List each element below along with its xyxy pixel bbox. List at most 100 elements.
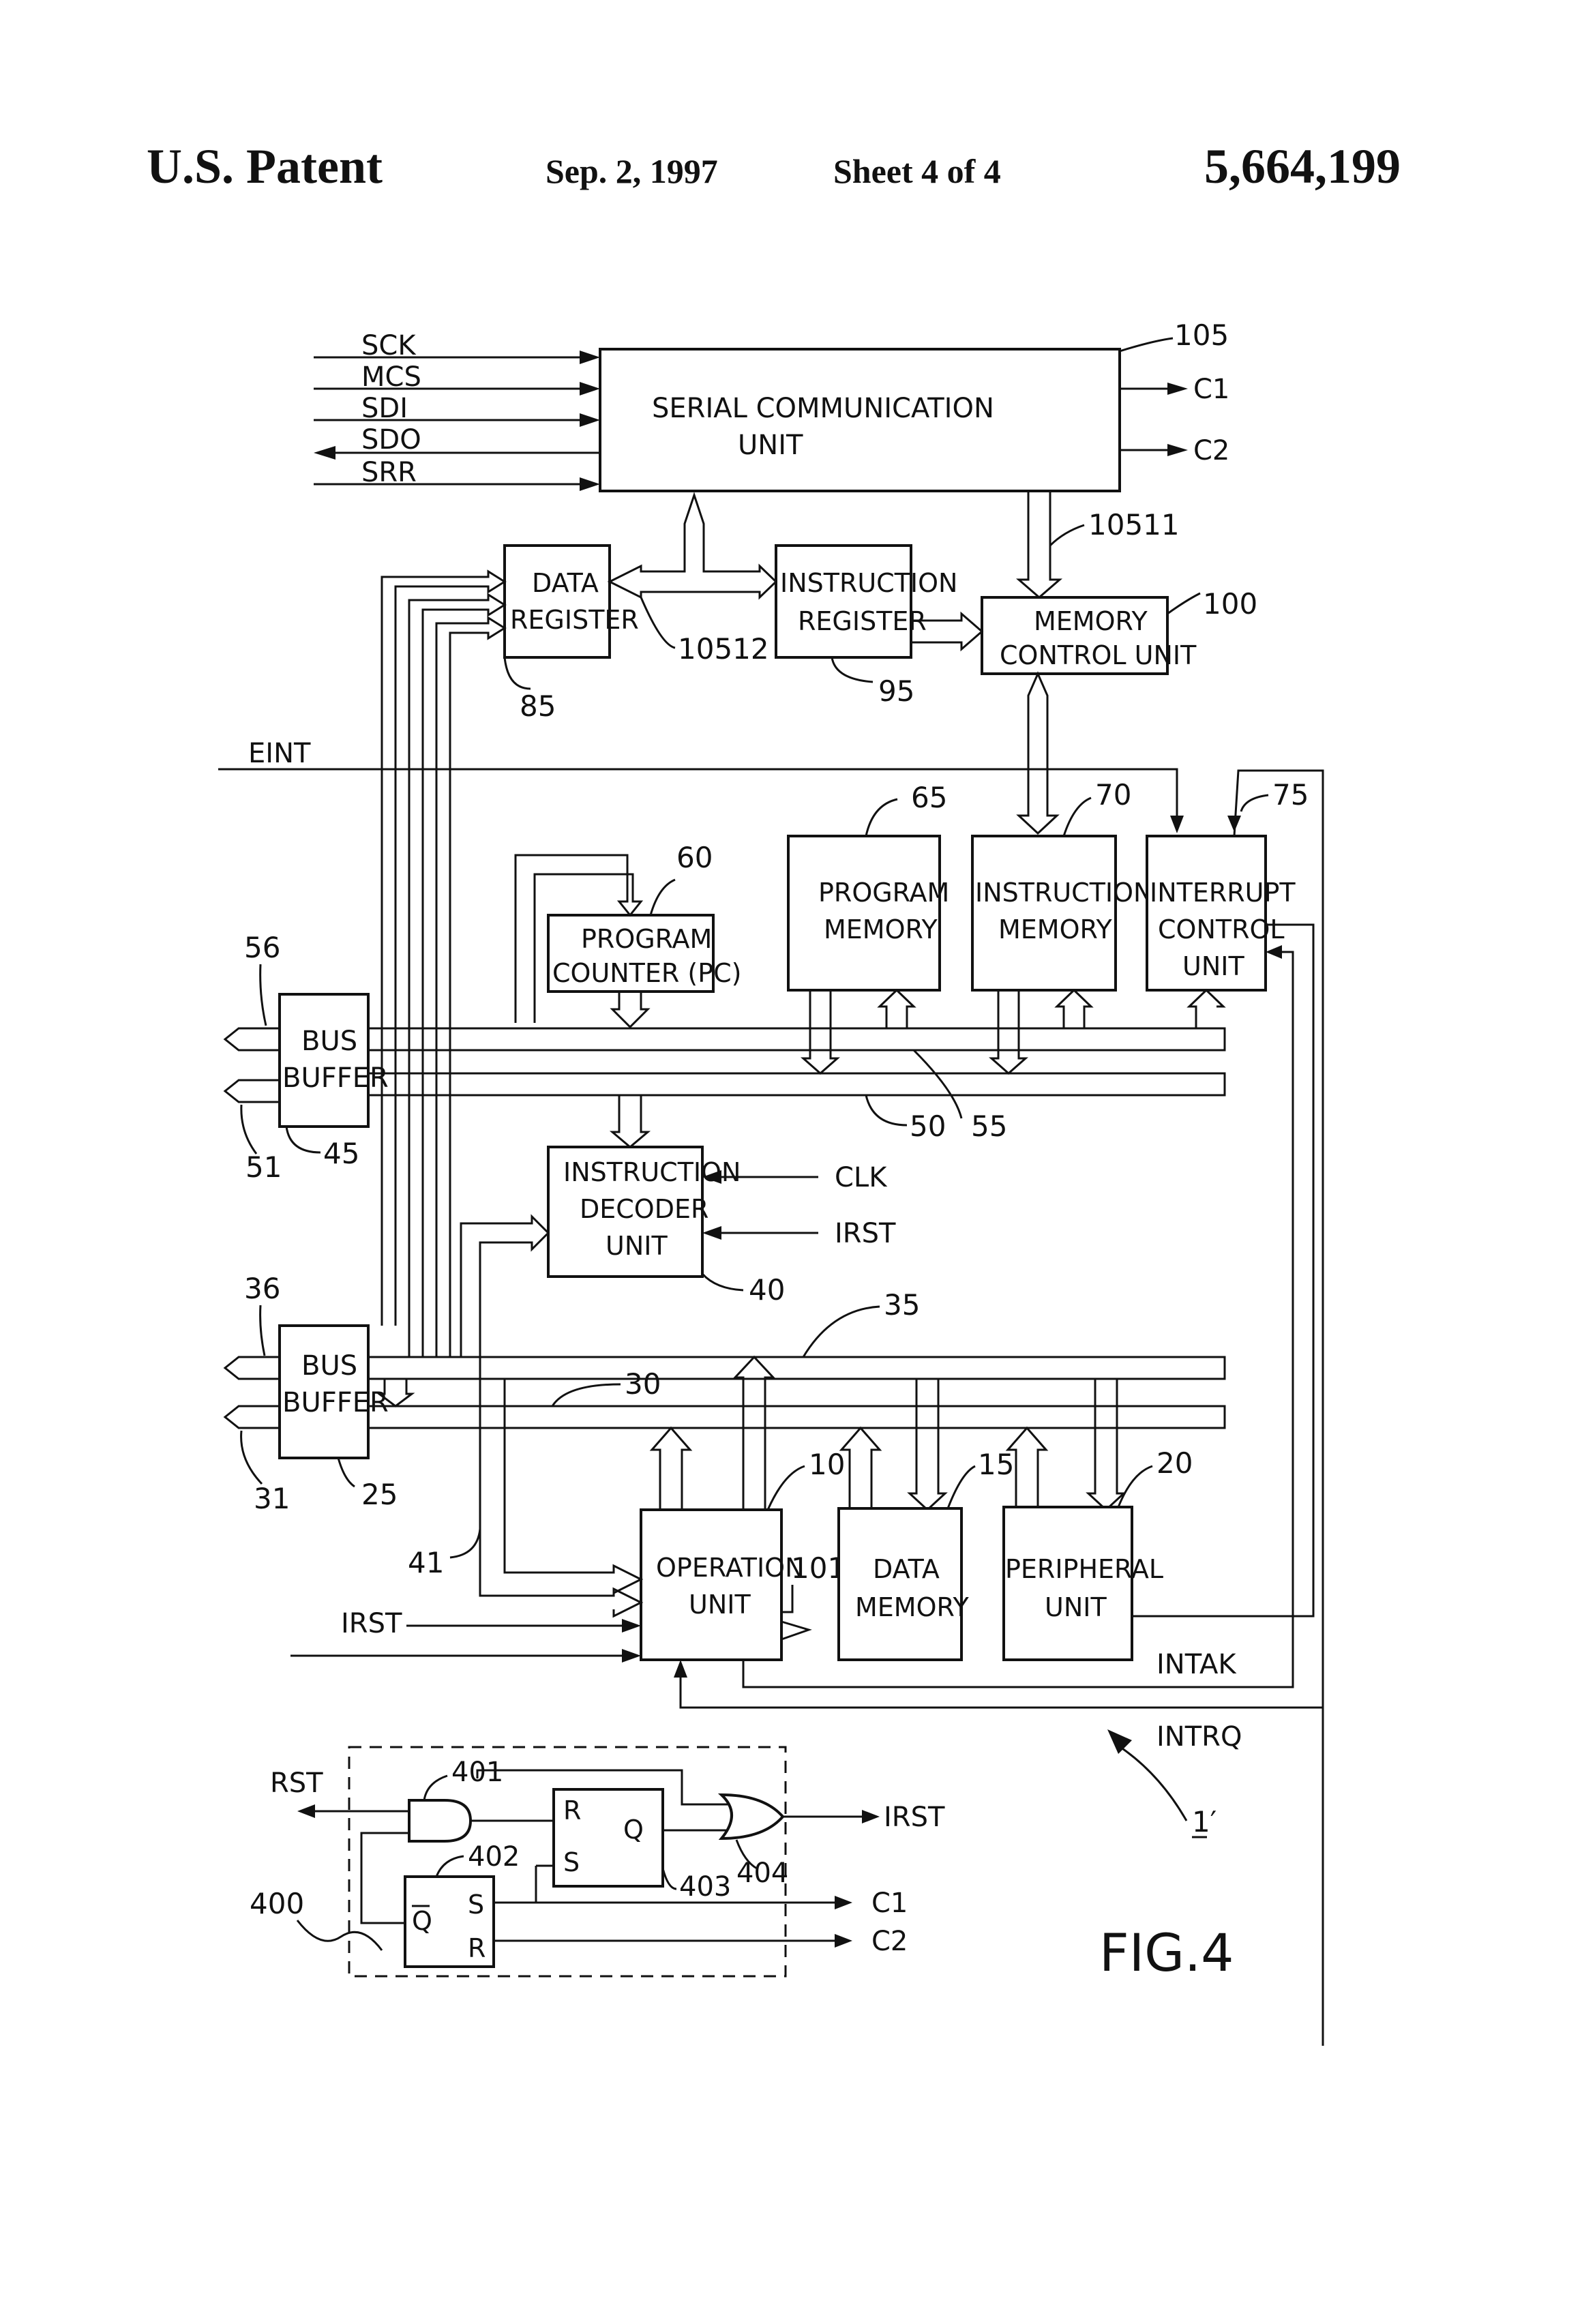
program-memory-line-1: PROGRAM	[818, 878, 949, 908]
operation-unit-line-2: UNIT	[689, 1590, 751, 1620]
serial-signal-lines: SCK MCS SDI SDO SRR	[314, 330, 600, 491]
lower-bus-buffer-line-1: BUS	[301, 1350, 357, 1382]
ff403-r: R	[563, 1796, 581, 1826]
ref-105: 105	[1174, 318, 1229, 352]
patent-title: U.S. Patent	[147, 139, 383, 194]
instruction-decoder-line-2: DECODER	[580, 1194, 708, 1224]
data-register-line-2: REGISTER	[510, 605, 639, 635]
data-memory: DATA MEMORY	[839, 1508, 969, 1660]
bus-51-port	[225, 1080, 280, 1102]
eint-label: EINT	[248, 738, 311, 769]
decoder-feedback-path	[461, 1217, 548, 1357]
data-register-line-1: DATA	[532, 568, 599, 598]
sheet-number: Sheet 4 of 4	[833, 152, 1001, 190]
ref-95: 95	[878, 674, 914, 708]
instruction-memory-line-2: MEMORY	[998, 914, 1112, 944]
ff402-s: S	[468, 1890, 484, 1920]
instruction-decoder-line-3: UNIT	[606, 1231, 668, 1261]
patent-date: Sep. 2, 1997	[546, 152, 718, 190]
ref-10511: 10511	[1088, 508, 1180, 541]
ref-403: 403	[679, 1871, 731, 1903]
instruction-decoder-unit: INSTRUCTION DECODER UNIT	[548, 1147, 741, 1277]
bus-50	[368, 1073, 1225, 1095]
data-memory-line-2: MEMORY	[855, 1592, 969, 1622]
operation-unit: OPERATION UNIT	[641, 1510, 805, 1660]
unit-bus-taps	[652, 1357, 1124, 1510]
lower-bus-buffer: BUS BUFFER	[280, 1326, 389, 1458]
memory-control-unit-line-1: MEMORY	[1034, 606, 1148, 636]
interrupt-control-unit-line-1: INTERRUPT	[1150, 878, 1296, 908]
decoder-input-bus	[612, 1095, 648, 1147]
bus-56-port	[225, 1028, 280, 1050]
memory-bus-taps	[803, 990, 1223, 1073]
ref-402: 402	[468, 1841, 520, 1873]
instruction-decoder-line-1: INSTRUCTION	[563, 1157, 741, 1187]
bus-35	[368, 1357, 1225, 1379]
program-counter: PROGRAM COUNTER (PC)	[548, 915, 742, 992]
ref-20: 20	[1156, 1446, 1193, 1480]
ref-30: 30	[625, 1367, 661, 1401]
ff402-qbar: Q	[412, 1906, 432, 1936]
ref-60: 60	[676, 841, 713, 874]
irst-operation-label: IRST	[341, 1608, 402, 1639]
memory-control-unit-line-2: CONTROL UNIT	[1000, 640, 1197, 670]
bus-30	[368, 1406, 1225, 1428]
c2-output-label: C2	[1193, 435, 1229, 466]
peripheral-unit: PERIPHERAL UNIT	[1004, 1507, 1163, 1660]
ref-10512: 10512	[678, 632, 769, 666]
program-counter-line-2: COUNTER (PC)	[552, 958, 742, 988]
ref-45: 45	[323, 1137, 359, 1170]
instruction-register-line-1: INSTRUCTION	[780, 568, 957, 598]
bus-36-port	[225, 1357, 280, 1379]
peripheral-unit-line-1: PERIPHERAL	[1005, 1554, 1163, 1584]
serial-communication-unit-line-1: SERIAL COMMUNICATION	[652, 393, 994, 424]
ref-55: 55	[971, 1109, 1007, 1143]
upper-bus-buffer: BUS BUFFER	[280, 994, 389, 1127]
register-vertical-buses	[379, 571, 505, 1406]
clk-label: CLK	[835, 1162, 888, 1193]
sdo-label: SDO	[361, 424, 421, 456]
ref-10: 10	[809, 1448, 845, 1481]
bus-10512	[610, 495, 776, 597]
ref-15: 15	[978, 1448, 1014, 1481]
c1-input-label: C1	[871, 1888, 908, 1919]
ref-50: 50	[910, 1109, 946, 1143]
instruction-register-line-2: REGISTER	[798, 606, 927, 636]
ff403-s: S	[563, 1847, 580, 1877]
peripheral-unit-line-2: UNIT	[1045, 1592, 1107, 1622]
intrq-label: INTRQ	[1156, 1721, 1242, 1753]
ref-41: 41	[408, 1546, 444, 1579]
ref-400: 400	[250, 1887, 304, 1920]
bus-55	[368, 1028, 1225, 1050]
ref-25: 25	[361, 1478, 398, 1511]
and-gate-401	[409, 1800, 471, 1841]
program-counter-line-1: PROGRAM	[581, 924, 712, 954]
patent-number: 5,664,199	[1204, 139, 1401, 194]
interrupt-control-unit-line-3: UNIT	[1182, 951, 1244, 981]
ff402-r: R	[468, 1933, 486, 1963]
lower-bus-buffer-line-2: BUFFER	[282, 1387, 389, 1418]
instruction-memory-line-1: INSTRUCTION	[975, 878, 1152, 908]
bus-31-port	[225, 1406, 280, 1428]
ref-70: 70	[1095, 778, 1131, 811]
or-gate-404	[721, 1795, 783, 1838]
ref-1-prime: 1′	[1192, 1805, 1217, 1838]
irst-output-label: IRST	[884, 1802, 945, 1833]
interrupt-control-unit: INTERRUPT CONTROL UNIT	[1147, 836, 1296, 990]
intak-label: INTAK	[1156, 1649, 1237, 1680]
program-memory: PROGRAM MEMORY	[788, 836, 949, 990]
eint-line: EINT	[218, 738, 1184, 833]
ref-40: 40	[749, 1273, 785, 1307]
reset-circuit-400: 401 RST R S Q IRST 404 Q S R 402 403	[270, 1747, 945, 1976]
mcu-to-instruction-memory-bus	[1019, 674, 1057, 833]
ref-36: 36	[244, 1272, 280, 1305]
data-memory-line-1: DATA	[873, 1554, 940, 1584]
instruction-memory: INSTRUCTION MEMORY	[972, 836, 1152, 990]
ref-31: 31	[254, 1482, 290, 1515]
upper-bus-buffer-line-1: BUS	[301, 1026, 357, 1057]
figure-label: FIG.4	[1099, 1922, 1234, 1983]
ref-51: 51	[245, 1150, 282, 1184]
ref-85: 85	[520, 689, 556, 723]
interrupt-control-unit-line-2: CONTROL	[1158, 914, 1285, 944]
